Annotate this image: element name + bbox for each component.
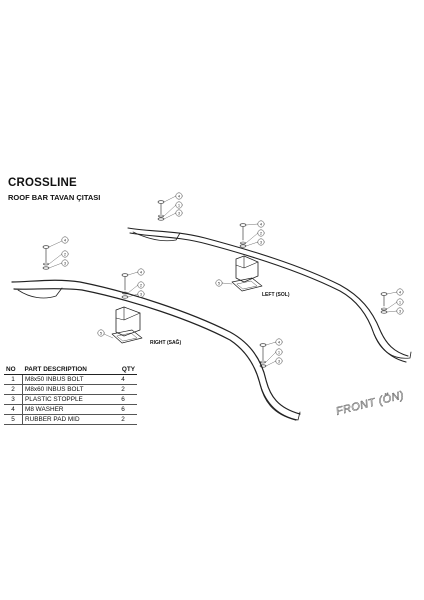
callout-3: 3 [140, 292, 142, 296]
table-row: 5 RUBBER PAD MID 2 [4, 414, 137, 425]
col-no: NO [4, 366, 23, 375]
subtitle: ROOF BAR TAVAN ÇITASI [8, 193, 101, 202]
cell-no: 2 [4, 384, 23, 395]
callout-2: 2 [260, 231, 262, 235]
parts-table-header: NO PART DESCRIPTION QTY [4, 366, 137, 375]
front-direction-label: FRONT (ÖN) [335, 389, 406, 418]
callout-2: 2 [140, 283, 142, 287]
callout-5: 5 [100, 331, 102, 335]
callout-5: 5 [218, 281, 220, 285]
callout-4: 4 [260, 222, 262, 226]
callout-4: 4 [64, 238, 66, 242]
callout-1: 1 [178, 203, 180, 207]
cell-no: 5 [4, 414, 23, 425]
cell-qty: 6 [109, 404, 137, 415]
left-roof-rail [127, 227, 412, 363]
cell-qty: 4 [109, 374, 137, 385]
callout-1: 1 [278, 350, 280, 354]
left-side-label: LEFT (SOL) [262, 292, 290, 298]
cell-desc: M8 WASHER [22, 404, 109, 415]
cell-desc: RUBBER PAD MID [22, 414, 109, 425]
parts-table: NO PART DESCRIPTION QTY 1 M8x50 INBUS BO… [4, 366, 137, 425]
callout-4: 4 [140, 270, 142, 274]
cell-qty: 2 [109, 414, 137, 425]
bolt-stack-left-mid [239, 223, 247, 248]
cell-qty: 2 [109, 384, 137, 395]
col-desc: PART DESCRIPTION [22, 366, 109, 375]
callout-3: 3 [64, 261, 66, 265]
bolt-stack-left-rear [380, 292, 388, 314]
cell-desc: PLASTIC STOPPLE [22, 394, 109, 405]
bolt-stack-left-front [157, 200, 165, 221]
table-row: 4 M8 WASHER 6 [4, 404, 137, 415]
left-rail-mount [231, 255, 263, 292]
right-roof-rail [11, 279, 301, 421]
cell-no: 4 [4, 404, 23, 415]
table-row: 3 PLASTIC STOPPLE 6 [4, 394, 137, 405]
callout-4: 4 [178, 194, 180, 198]
callout-1: 1 [399, 300, 401, 304]
bolt-stack-right-front [42, 245, 50, 270]
bolt-stack-right-mid [121, 273, 129, 299]
cell-desc: M8x50 INBUS BOLT [22, 374, 109, 385]
col-qty: QTY [109, 366, 137, 375]
callout-4: 4 [278, 340, 280, 344]
callout-4: 4 [399, 290, 401, 294]
right-rail-mount [111, 306, 143, 344]
table-row: 1 M8x50 INBUS BOLT 4 [4, 374, 137, 385]
title: CROSSLINE [8, 177, 77, 189]
callout-3: 3 [399, 309, 401, 313]
cell-no: 3 [4, 394, 23, 405]
table-row: 2 M8x60 INBUS BOLT 2 [4, 384, 137, 395]
callout-3: 3 [260, 240, 262, 244]
callout-2: 2 [64, 252, 66, 256]
cell-desc: M8x60 INBUS BOLT [22, 384, 109, 395]
callout-3: 3 [178, 211, 180, 215]
cell-qty: 6 [109, 394, 137, 405]
cell-no: 1 [4, 374, 23, 385]
right-side-label: RIGHT (SAĞ) [150, 338, 181, 346]
callout-3: 3 [278, 359, 280, 363]
